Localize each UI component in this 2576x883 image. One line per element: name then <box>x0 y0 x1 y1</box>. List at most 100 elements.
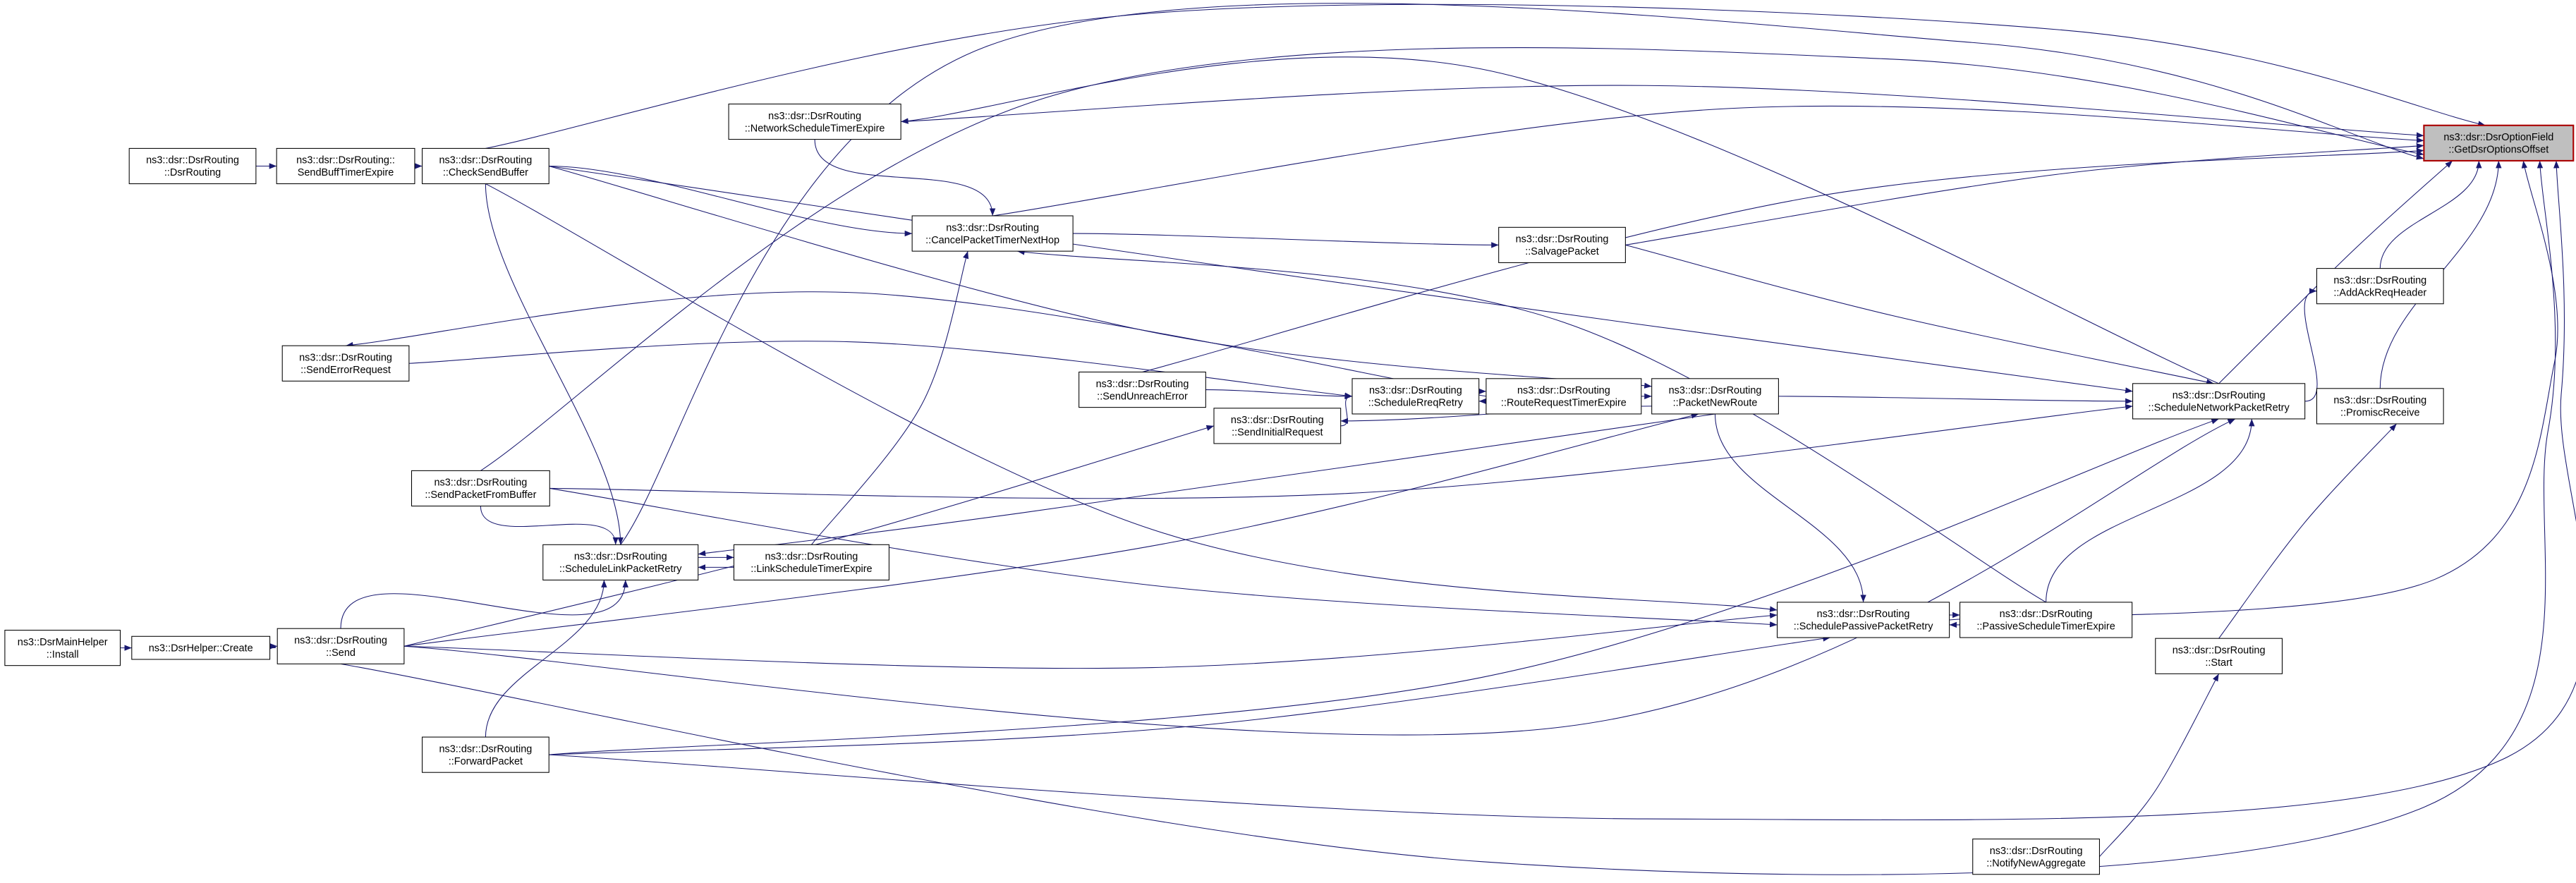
graph-node-start[interactable]: ns3::dsr::DsrRouting::Start <box>2155 638 2283 674</box>
node-box[interactable] <box>2132 383 2306 420</box>
graph-node-notifynewaggregate[interactable]: ns3::dsr::DsrRouting::NotifyNewAggregate <box>1972 839 2100 875</box>
node-box[interactable] <box>2316 268 2444 305</box>
call-edge-linkscheduletimerexpire-to-cancelpackettimernexthop <box>811 250 969 545</box>
call-edge-send-to-packetnewroute <box>403 413 1699 647</box>
node-box[interactable] <box>1777 602 1950 638</box>
node-label: ::AddAckReqHeader <box>2333 287 2426 298</box>
node-box[interactable] <box>1972 839 2100 875</box>
node-label: ::SalvagePacket <box>1525 246 1598 257</box>
graph-node-salvagepacket[interactable]: ns3::dsr::DsrRouting::SalvagePacket <box>1498 226 1626 263</box>
node-box[interactable] <box>411 470 550 507</box>
node-label: ns3::dsr::DsrRouting <box>146 155 239 166</box>
graph-node-senderrorrequest[interactable]: ns3::dsr::DsrRouting::SendErrorRequest <box>281 345 410 382</box>
graph-node-forwardpacket[interactable]: ns3::dsr::DsrRouting::ForwardPacket <box>422 736 549 773</box>
node-box[interactable] <box>1351 378 1480 415</box>
graph-node-getdsroptionsoffset[interactable]: ns3::dsr::DsrOptionField::GetDsrOptionsO… <box>2423 124 2575 162</box>
call-edge-packetnewroute-to-schedulelinkpacketretry <box>698 413 1715 556</box>
call-edge-checksendbuffer-to-schedulelinkpacketretry <box>485 183 624 545</box>
node-label: ::ScheduleNetworkPacketRetry <box>2149 403 2290 414</box>
node-label: ns3::dsr::DsrRouting <box>2000 609 2093 620</box>
graph-node-promiscreceive[interactable]: ns3::dsr::DsrRouting::PromiscReceive <box>2316 388 2444 425</box>
node-label: ::PromiscReceive <box>2340 408 2420 419</box>
graph-node-schedulelinkpacketretry[interactable]: ns3::dsr::DsrRouting::ScheduleLinkPacket… <box>542 544 699 580</box>
graph-node-networkscheduletimerexpire[interactable]: ns3::dsr::DsrRouting::NetworkScheduleTim… <box>728 103 901 140</box>
call-edge-start-to-promiscreceive <box>2218 423 2398 639</box>
node-box[interactable] <box>2316 388 2444 425</box>
call-edge-send-to-getdsroptionsoffset <box>340 160 2556 875</box>
node-box[interactable] <box>1651 378 1779 415</box>
node-box[interactable] <box>542 544 699 580</box>
node-label: ns3::dsr::DsrRouting <box>294 635 387 647</box>
node-box[interactable] <box>733 544 889 580</box>
node-label: ::ForwardPacket <box>449 756 523 767</box>
node-label: ::GetDsrOptionsOffset <box>2448 145 2548 156</box>
node-label: ::CheckSendBuffer <box>443 167 528 178</box>
graph-node-send[interactable]: ns3::dsr::DsrRouting::Send <box>277 628 405 664</box>
call-edge-schedulenetworkpacketretry-to-addackreqheader <box>2304 288 2318 402</box>
call-edge-checksendbuffer-to-schedulenetworkpacketretry <box>549 165 2133 394</box>
node-label: ::DsrRouting <box>164 167 221 178</box>
call-edge-send-to-schedulenetworkpacketretry <box>403 418 2236 736</box>
graph-node-schedulepassivepacketretry[interactable]: ns3::dsr::DsrRouting::SchedulePassivePac… <box>1777 602 1950 638</box>
node-label: ns3::dsr::DsrRouting <box>439 155 532 166</box>
node-box[interactable] <box>422 147 549 185</box>
node-box[interactable] <box>277 628 405 664</box>
call-edge-sendunreacherror-to-schedulerreqretry <box>1205 389 1353 400</box>
graph-node-linkscheduletimerexpire[interactable]: ns3::dsr::DsrRouting::LinkScheduleTimerE… <box>733 544 889 580</box>
node-box[interactable] <box>1079 371 1206 408</box>
call-edge-checksendbuffer-to-getdsroptionsoffset <box>485 4 2486 149</box>
node-box[interactable] <box>281 345 410 382</box>
node-box[interactable] <box>2155 638 2283 674</box>
node-box[interactable] <box>1213 408 1342 444</box>
call-edge-schedulelinkpacketretry-to-getdsroptionsoffset <box>620 3 2424 545</box>
graph-node-install[interactable]: ns3::DsrMainHelper::Install <box>4 630 121 666</box>
node-label: ns3::dsr::DsrRouting <box>765 552 858 563</box>
node-box[interactable] <box>4 630 121 666</box>
node-label: ns3::dsr::DsrRouting <box>439 743 532 755</box>
node-label: ns3::dsr::DsrOptionField <box>2443 132 2553 143</box>
node-label: SendBuffTimerExpire <box>298 167 394 178</box>
call-edge-salvagepacket-to-schedulenetworkpacketretry <box>1625 244 2214 385</box>
node-label: ::NetworkScheduleTimerExpire <box>745 123 885 134</box>
graph-node-sendbufftimerexpire[interactable]: ns3::dsr::DsrRouting::SendBuffTimerExpir… <box>276 147 415 185</box>
graph-node-sendinitialrequest[interactable]: ns3::dsr::DsrRouting::SendInitialRequest <box>1213 408 1342 444</box>
node-label: ns3::dsr::DsrRouting <box>574 552 667 563</box>
node-box[interactable] <box>1486 378 1642 415</box>
graph-node-passivescheduletimerexpire[interactable]: ns3::dsr::DsrRouting::PassiveScheduleTim… <box>1960 602 2133 638</box>
graph-node-dsrrouting[interactable]: ns3::dsr::DsrRouting::DsrRouting <box>128 147 257 185</box>
node-label: ns3::dsr::DsrRouting <box>1096 379 1189 390</box>
call-edge-create-to-send <box>269 643 278 650</box>
call-edge-sendpacketfrombuffer-to-schedulelinkpacketretry <box>480 506 619 545</box>
node-box[interactable] <box>276 147 415 185</box>
graph-node-sendpacketfrombuffer[interactable]: ns3::dsr::DsrRouting::SendPacketFromBuff… <box>411 470 550 507</box>
node-label: ::ScheduleRreqRetry <box>1368 398 1464 409</box>
node-box[interactable] <box>728 103 901 140</box>
node-box[interactable] <box>911 215 1074 252</box>
node-box[interactable] <box>1498 226 1626 263</box>
node-box[interactable] <box>128 147 257 185</box>
node-label: ::SendErrorRequest <box>300 365 391 376</box>
call-edge-checksendbuffer-to-cancelpackettimernexthop <box>549 165 913 237</box>
call-edge-cancelpackettimernexthop-to-salvagepacket <box>1073 233 1499 248</box>
node-box[interactable] <box>1960 602 2133 638</box>
call-edge-sendpacketfrombuffer-to-schedulenetworkpacketretry <box>549 403 2133 499</box>
graph-node-cancelpackettimernexthop[interactable]: ns3::dsr::DsrRouting::CancelPacketTimerN… <box>911 215 1074 252</box>
node-label: ns3::DsrHelper::Create <box>149 643 253 654</box>
graph-node-routerequesttimerexpire[interactable]: ns3::dsr::DsrRouting::RouteRequestTimerE… <box>1486 378 1642 415</box>
graph-node-packetnewroute[interactable]: ns3::dsr::DsrRouting::PacketNewRoute <box>1651 378 1779 415</box>
graph-node-addackreqheader[interactable]: ns3::dsr::DsrRouting::AddAckReqHeader <box>2316 268 2444 305</box>
node-box[interactable] <box>131 635 271 660</box>
node-label: ns3::dsr::DsrRouting <box>946 222 1039 233</box>
highlighted-node-box[interactable] <box>2423 124 2575 162</box>
node-label: ::SendInitialRequest <box>1232 427 1323 439</box>
node-label: ::NotifyNewAggregate <box>1986 858 2086 869</box>
graph-node-create[interactable]: ns3::DsrHelper::Create <box>131 635 271 660</box>
node-box[interactable] <box>422 736 549 773</box>
graph-node-schedulerreqretry[interactable]: ns3::dsr::DsrRouting::ScheduleRreqRetry <box>1351 378 1480 415</box>
call-edge-forwardpacket-to-schedulelinkpacketretry <box>485 580 607 738</box>
graph-node-checksendbuffer[interactable]: ns3::dsr::DsrRouting::CheckSendBuffer <box>422 147 549 185</box>
call-edge-cancelpackettimernexthop-to-getdsroptionsoffset <box>992 105 2424 217</box>
graph-node-sendunreacherror[interactable]: ns3::dsr::DsrRouting::SendUnreachError <box>1079 371 1206 408</box>
graph-node-schedulenetworkpacketretry[interactable]: ns3::dsr::DsrRouting::ScheduleNetworkPac… <box>2132 383 2306 420</box>
